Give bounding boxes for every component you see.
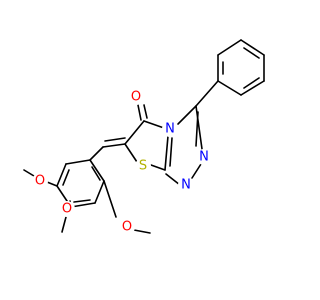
bond-layer bbox=[23, 39, 265, 234]
bond-tz-dbl-16 bbox=[169, 137, 173, 167]
bond-co-22 bbox=[143, 104, 148, 119]
triazole-nitrogen-upper: N bbox=[196, 149, 212, 165]
bond-ar-31 bbox=[65, 159, 91, 165]
bond-tz-13 bbox=[191, 163, 202, 179]
molecule-structure: O N N N S O O O bbox=[23, 39, 265, 235]
atom-label-n4: N bbox=[165, 122, 175, 137]
atom-label-ome1: O bbox=[35, 174, 45, 189]
triazole-nitrogen-lower: N bbox=[178, 177, 194, 193]
carbonyl-oxygen: O bbox=[128, 89, 144, 105]
bond-ph-2 bbox=[240, 80, 265, 96]
atom-label-layer: O N N N S O O O bbox=[32, 89, 212, 235]
methoxy-oxygen-1: O bbox=[32, 173, 48, 189]
bond-ome-36 bbox=[23, 169, 35, 177]
bond-ome-39 bbox=[103, 180, 117, 218]
bond-ar-inner-34 bbox=[62, 169, 70, 186]
bond-ar-28 bbox=[70, 202, 96, 208]
bond-th-20 bbox=[150, 164, 166, 171]
bond-ph-inner-7 bbox=[243, 77, 260, 89]
bond-tz-dbl-12 bbox=[195, 111, 199, 147]
bond-th-19 bbox=[124, 143, 138, 163]
bond-th-18 bbox=[124, 120, 145, 145]
bond-ph-3 bbox=[217, 80, 242, 96]
methoxy-oxygen-2: O bbox=[59, 201, 75, 217]
bond-ar-30 bbox=[56, 163, 67, 187]
bond-ph-0 bbox=[240, 39, 265, 56]
bond-link-25 bbox=[89, 146, 104, 161]
bond-ex-23 bbox=[102, 143, 126, 148]
bond-tz-14 bbox=[165, 173, 181, 186]
atom-label-n2: N bbox=[199, 150, 209, 165]
atom-label-o-carbonyl: O bbox=[131, 90, 141, 105]
bond-ar-26 bbox=[89, 159, 105, 182]
atom-label-n1: N bbox=[181, 178, 191, 193]
thiazole-sulfur: S bbox=[135, 158, 151, 174]
bond-th-17 bbox=[143, 120, 165, 129]
bond-ome-38 bbox=[61, 216, 67, 233]
bond-tz-10 bbox=[177, 105, 197, 125]
bond-tz-15 bbox=[164, 135, 169, 171]
bond-ph-inner-6 bbox=[243, 47, 260, 59]
bond-ome-40 bbox=[133, 229, 151, 234]
bridgehead-nitrogen: N bbox=[162, 121, 178, 137]
bond-link-9 bbox=[195, 80, 219, 107]
atom-label-s1: S bbox=[139, 159, 147, 174]
methoxy-oxygen-3: O bbox=[119, 219, 135, 235]
bond-ex-dbl-24 bbox=[104, 137, 126, 142]
bond-tz-11 bbox=[195, 105, 203, 150]
bond-ome-35 bbox=[46, 181, 58, 187]
atom-label-ome2: O bbox=[62, 202, 72, 217]
bond-ph-5 bbox=[217, 39, 242, 56]
bond-ar-inner-32 bbox=[91, 166, 101, 181]
bond-ar-inner-33 bbox=[73, 199, 91, 203]
atom-label-ome3: O bbox=[122, 220, 132, 235]
bond-co-21 bbox=[137, 104, 142, 121]
bond-ar-27 bbox=[94, 180, 105, 204]
